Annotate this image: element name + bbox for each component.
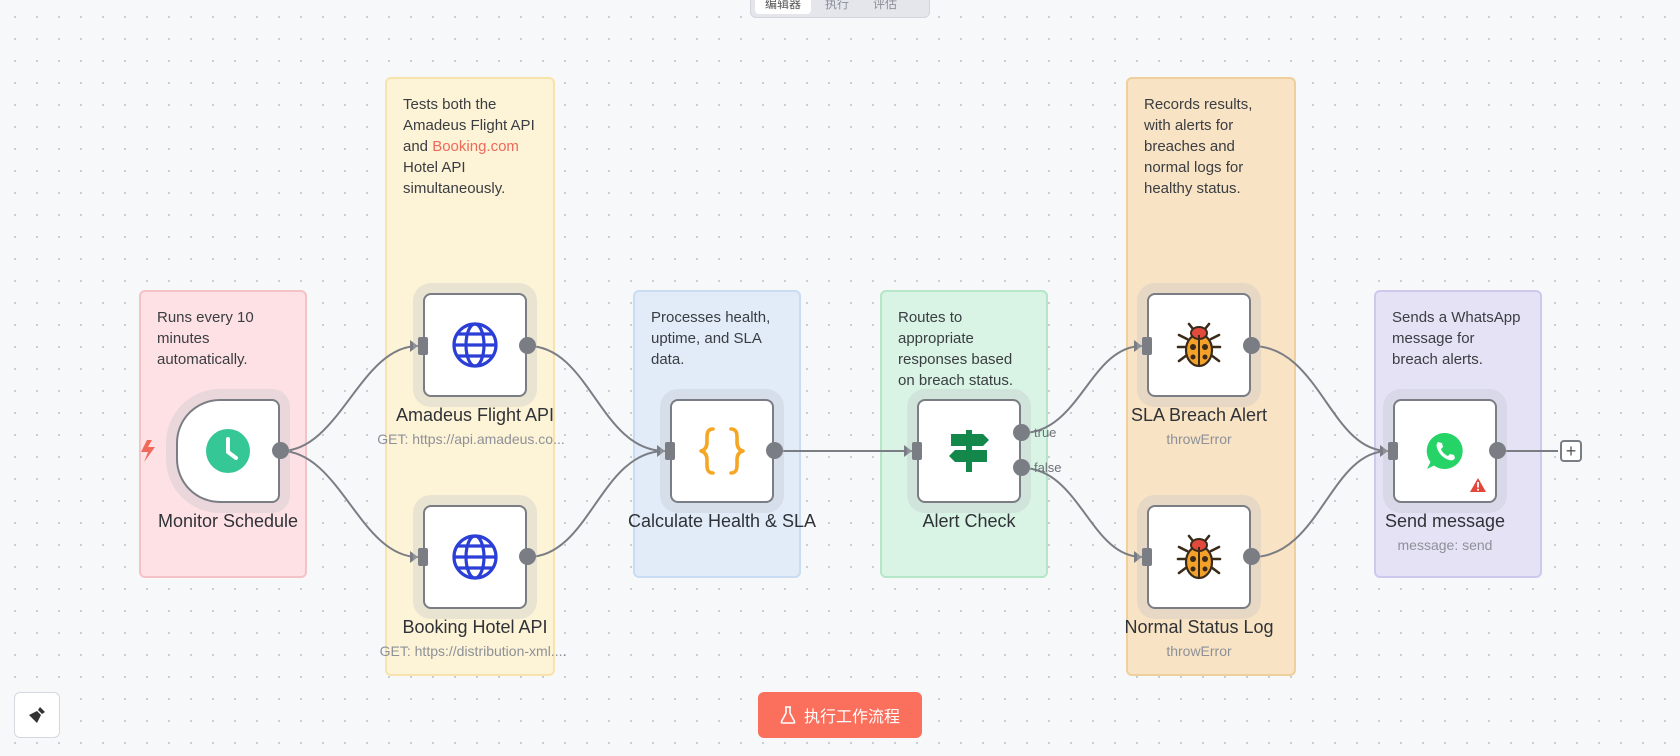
amadeus-output[interactable] [519,337,536,354]
sla-breach-input[interactable] [1142,337,1152,355]
sticky-note-text: Hotel API simultaneously. [403,159,506,197]
broom-icon [29,707,45,723]
alert-check-input[interactable] [912,442,922,460]
signpost-icon [949,430,989,472]
alert-check-true-output[interactable] [1013,424,1030,441]
connection-schedule-booking [280,450,419,558]
sla-breach-title: SLA Breach Alert [1130,405,1268,425]
booking-output[interactable] [519,548,536,565]
calculate-title: Calculate Health & SLA [627,511,817,531]
alert-check-title: Alert Check [922,511,1016,531]
add-node-button[interactable]: + [1560,440,1582,462]
normal-log-subtitle: throwError [1166,643,1232,659]
alert-check-false-output[interactable] [1013,459,1030,476]
tidy-up-button[interactable] [14,692,60,738]
normal-log-output[interactable] [1243,548,1260,565]
amadeus-node[interactable] [423,293,527,397]
normal-log-node[interactable] [1147,505,1251,609]
sla-breach-node[interactable] [1147,293,1251,397]
send-message-subtitle: message: send [1397,537,1493,553]
amadeus-subtitle: GET: https://api.amadeus.co... [377,431,565,447]
sticky-note-text: Tests both the Amadeus Flight API and [403,96,535,155]
run-workflow-label: 执行工作流程 [803,709,900,726]
calculate-output[interactable] [766,442,783,459]
send-message-title: Send message [1384,511,1506,531]
plus-icon: + [1565,441,1577,461]
send-message-node[interactable] [1393,399,1497,503]
monitor-schedule-node[interactable] [176,399,280,503]
braces-icon [699,427,745,475]
normal-log-input[interactable] [1142,548,1152,566]
booking-title: Booking Hotel API [402,617,548,637]
tab-evaluations[interactable]: 评估 [873,0,898,11]
calculate-node[interactable] [670,399,774,503]
sticky-note-text: Records results, with alerts for breache… [1144,96,1253,197]
flask-icon [780,706,796,724]
sticky-note-text: Runs every 10 minutes automatically. [157,309,254,368]
clock-icon [206,429,250,473]
sla-breach-subtitle: throwError [1166,431,1232,447]
trigger-bolt-icon [141,440,155,462]
calculate-input[interactable] [665,442,675,460]
connection-schedule-amadeus [280,345,419,452]
booking-link[interactable]: Booking.com [432,138,519,155]
sla-breach-output[interactable] [1243,337,1260,354]
monitor-schedule-title: Monitor Schedule [157,511,299,531]
normal-log-title: Normal Status Log [1124,617,1274,637]
connection-sla-send [1251,345,1389,452]
run-workflow-button[interactable]: 执行工作流程 [758,692,922,738]
globe-icon [452,534,498,580]
booking-node[interactable] [423,505,527,609]
sticky-note-text: Processes health, uptime, and SLA data. [651,309,771,368]
tab-editor[interactable]: 编辑器 [755,0,812,14]
tab-executions[interactable]: 执行 [825,0,850,11]
send-message-input[interactable] [1388,442,1398,460]
whatsapp-icon [1426,432,1463,469]
amadeus-title: Amadeus Flight API [395,405,555,425]
sticky-note-text: Routes to appropriate responses based on… [898,309,1014,389]
alert-check-node[interactable] [917,399,1021,503]
view-tabs: 编辑器 执行 评估 [750,0,930,18]
booking-input[interactable] [418,548,428,566]
monitor-schedule-output[interactable] [272,442,289,459]
bug-icon [1176,322,1222,368]
amadeus-input[interactable] [418,337,428,355]
send-message-output[interactable] [1489,442,1506,459]
connection-amadeus-calc [527,345,666,452]
bug-icon [1176,534,1222,580]
connection-false-normal [1021,467,1143,558]
globe-icon [452,322,498,368]
branch-label-false: false [1034,460,1062,475]
warning-icon [1470,478,1486,492]
connection-normal-send [1251,450,1389,558]
sticky-note-text: Sends a WhatsApp message for breach aler… [1392,309,1521,368]
booking-subtitle: GET: https://distribution-xml.... [379,643,567,659]
branch-label-true: true [1034,425,1057,440]
connection-true-sla [1021,345,1143,434]
connection-booking-calc [527,450,666,558]
